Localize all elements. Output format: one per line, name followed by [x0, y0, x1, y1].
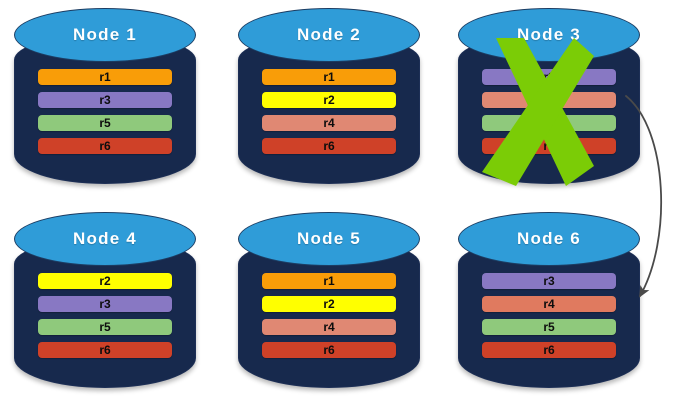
record-bar[interactable]: r3: [482, 273, 616, 289]
record-list: r1 r3 r5 r6: [14, 62, 196, 161]
node-label: Node 5: [297, 229, 361, 248]
record-bar[interactable]: r6: [262, 342, 396, 358]
record-bar[interactable]: r5: [38, 319, 172, 335]
record-bar[interactable]: r6: [262, 138, 396, 154]
record-bar[interactable]: r6: [482, 138, 616, 154]
record-bar[interactable]: r2: [262, 296, 396, 312]
database-node-1[interactable]: r1 r3 r5 r6 Node 1: [14, 8, 196, 184]
cylinder-top-disc: [238, 212, 420, 266]
record-bar[interactable]: r1: [262, 273, 396, 289]
record-bar[interactable]: r4: [482, 296, 616, 312]
record-list: r3 r4 r5 r6: [458, 62, 640, 161]
database-node-3[interactable]: r3 r4 r5 r6 Node 3: [458, 8, 640, 186]
record-bar[interactable]: r6: [482, 342, 616, 358]
record-bar[interactable]: r3: [482, 69, 616, 85]
node-label: Node 6: [517, 229, 581, 248]
record-bar[interactable]: r4: [262, 115, 396, 131]
record-bar[interactable]: r3: [38, 296, 172, 312]
cylinder-top-disc: [14, 8, 196, 62]
record-list: r1 r2 r4 r6: [238, 62, 420, 161]
cylinder-top-disc: [238, 8, 420, 62]
record-bar[interactable]: r3: [38, 92, 172, 108]
database-node-4[interactable]: r2 r3 r5 r6 Node 4: [14, 212, 196, 388]
record-bar[interactable]: r5: [482, 319, 616, 335]
database-node-5[interactable]: r1 r2 r4 r6 Node 5: [238, 212, 420, 388]
database-node-6[interactable]: r3 r4 r5 r6 Node 6: [458, 212, 640, 388]
node-label: Node 3: [517, 25, 581, 44]
record-bar[interactable]: r1: [262, 69, 396, 85]
record-bar[interactable]: r4: [262, 319, 396, 335]
record-list: r1 r2 r4 r6: [238, 266, 420, 365]
record-bar[interactable]: r5: [38, 115, 172, 131]
record-list: r3 r4 r5 r6: [458, 266, 640, 365]
node-label: Node 4: [73, 229, 137, 248]
record-list: r2 r3 r5 r6: [14, 266, 196, 365]
cylinder-top-disc: [14, 212, 196, 266]
record-bar[interactable]: r2: [38, 273, 172, 289]
record-bar[interactable]: r6: [38, 342, 172, 358]
record-bar[interactable]: r4: [482, 92, 616, 108]
record-bar[interactable]: r5: [482, 115, 616, 131]
database-node-2[interactable]: r1 r2 r4 r6 Node 2: [238, 8, 420, 184]
record-bar[interactable]: r1: [38, 69, 172, 85]
node-label: Node 2: [297, 25, 361, 44]
node-label: Node 1: [73, 25, 137, 44]
record-bar[interactable]: r2: [262, 92, 396, 108]
record-bar[interactable]: r6: [38, 138, 172, 154]
